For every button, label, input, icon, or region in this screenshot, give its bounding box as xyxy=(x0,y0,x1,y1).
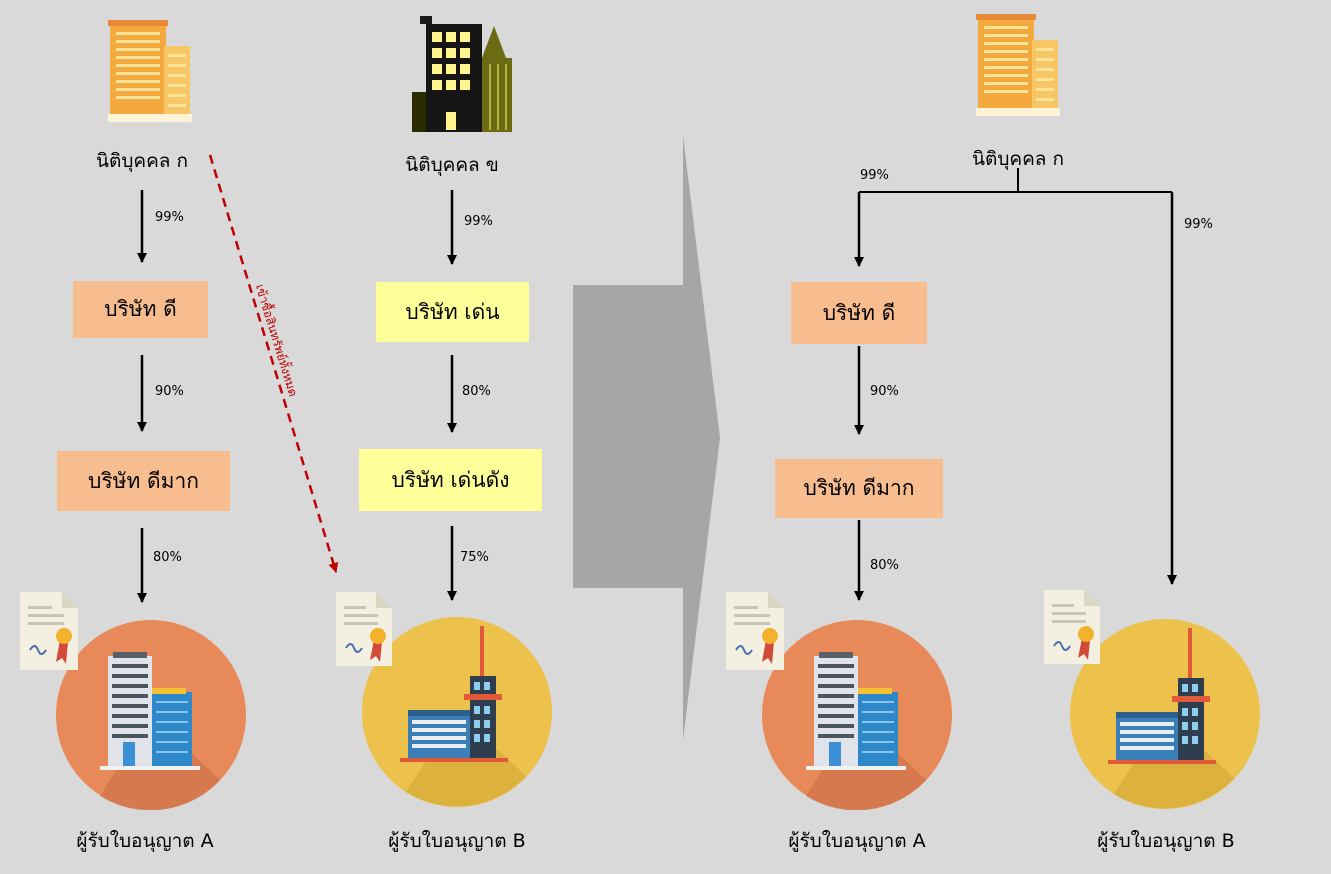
right-licensee-b-graphic xyxy=(1044,590,1260,809)
dark-skyscraper-icon xyxy=(412,16,512,132)
pct-a3: 80% xyxy=(153,550,182,565)
right-licensee-b-label: ผู้รับใบอนุญาต B xyxy=(1097,830,1235,852)
dashed-acquisition-arrow xyxy=(208,154,339,573)
certificate-icon xyxy=(1044,590,1100,664)
transition-arrow xyxy=(573,136,720,740)
entity-a-label: นิติบุคคล ก xyxy=(96,150,188,172)
right-entity-a-label: นิติบุคคล ก xyxy=(972,148,1064,170)
right-right-branch-pct: 99% xyxy=(1184,217,1213,232)
pct-b3: 75% xyxy=(460,550,489,565)
company-box-a1: บริษัท ดี xyxy=(73,281,208,338)
company-box-b2: บริษัท เด่นดัง xyxy=(359,449,542,511)
entity-b-label: นิติบุคคล ข xyxy=(405,154,499,176)
right-left-branch-pct: 99% xyxy=(860,168,889,183)
licensee-a-label: ผู้รับใบอนุญาต A xyxy=(76,830,214,852)
right-pct-3: 80% xyxy=(870,558,899,573)
licensee-b-label: ผู้รับใบอนุญาต B xyxy=(388,830,526,852)
company-box-b1: บริษัท เด่น xyxy=(376,282,529,342)
pct-a2: 90% xyxy=(155,384,184,399)
company-box-a2: บริษัท ดีมาก xyxy=(57,451,230,511)
certificate-icon xyxy=(20,592,78,670)
licensee-b-graphic xyxy=(336,592,552,807)
pct-a1: 99% xyxy=(155,210,184,225)
licensee-a-graphic xyxy=(20,592,246,810)
pct-b2: 80% xyxy=(462,384,491,399)
orange-office-building-icon xyxy=(108,20,192,122)
pct-b1: 99% xyxy=(464,214,493,229)
right-licensee-a-graphic xyxy=(726,592,952,810)
right-pct-2: 90% xyxy=(870,384,899,399)
right-company-box-2: บริษัท ดีมาก xyxy=(775,459,943,518)
certificate-icon xyxy=(726,592,784,670)
orange-office-building-icon-right xyxy=(976,14,1060,116)
right-company-box-1: บริษัท ดี xyxy=(791,282,927,344)
certificate-icon xyxy=(336,592,392,666)
right-licensee-a-label: ผู้รับใบอนุญาต A xyxy=(788,830,926,852)
